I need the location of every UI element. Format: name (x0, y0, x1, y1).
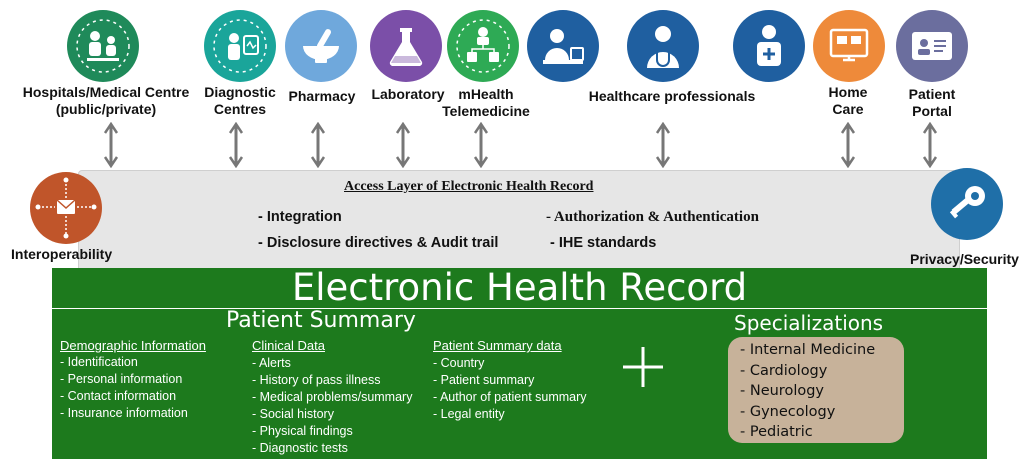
stakeholder-label-patient-portal: Patient Portal (908, 86, 956, 119)
list-item: - Neurology (740, 383, 824, 399)
id-card-icon (896, 10, 968, 82)
access-item-authorization: - Authorization & Authentication (546, 209, 759, 225)
list-item: - Cardiology (740, 362, 828, 379)
list-item: - Alerts (252, 356, 291, 370)
interoperability-icon (30, 172, 102, 244)
ehr-banner (52, 268, 987, 308)
stakeholder-label-pharmacy: Pharmacy (288, 88, 356, 104)
hospital-network-icon (67, 10, 139, 82)
list-item: - Pediatric (740, 424, 813, 440)
home-monitor-icon (813, 10, 885, 82)
double-arrow-icon (655, 122, 671, 168)
specializations-title: Specializations (734, 311, 884, 335)
list-item: - Contact information (60, 389, 177, 403)
list-item: - Identification (60, 355, 138, 369)
demographic-heading: Demographic Information (60, 338, 206, 353)
patient-summary-data-heading: Patient Summary data (433, 338, 562, 353)
access-item-ihe: - IHE standards (550, 235, 657, 251)
list-item: - Gynecology (740, 403, 836, 420)
stakeholder-label-telemedicine: mHealth Telemedicine (442, 86, 530, 119)
mortar-pestle-icon (285, 10, 357, 82)
double-arrow-icon (310, 122, 326, 168)
specializations-box (728, 337, 904, 443)
stakeholder-label-laboratory: Laboratory (371, 86, 445, 102)
access-layer-title: Access Layer of Electronic Health Record (344, 179, 594, 194)
double-arrow-icon (103, 122, 119, 168)
list-item: - Diagnostic tests (252, 441, 348, 455)
telemedicine-network-icon (447, 10, 519, 82)
stakeholder-label-healthcare-professionals: Healthcare professionals (588, 88, 756, 104)
stakeholder-label-hospitals: Hospitals/Medical Centre (public/private… (22, 84, 190, 117)
key-icon (931, 168, 1003, 240)
list-item: - Personal information (60, 372, 183, 386)
list-item: - Social history (252, 407, 334, 421)
list-item: - Author of patient summary (433, 390, 587, 404)
list-item: - Medical problems/summary (252, 390, 413, 404)
double-arrow-icon (840, 122, 856, 168)
panel-bottom-border (52, 457, 987, 459)
stakeholder-label-home-care: Home Care (828, 84, 868, 117)
list-item: - Legal entity (433, 407, 505, 421)
double-arrow-icon (228, 122, 244, 168)
double-arrow-icon (395, 122, 411, 168)
list-item: - Insurance information (60, 406, 188, 420)
ehr-title: Electronic Health Record (291, 266, 748, 309)
privacy-security-label: Privacy/Security (910, 251, 1019, 267)
demographic-list: - Identification - Personal information … (60, 354, 188, 422)
diagnostic-icon (204, 10, 276, 82)
list-item: - Patient summary (433, 373, 535, 387)
interoperability-label: Interoperability (11, 246, 113, 262)
list-item: - Internal Medicine (740, 342, 876, 358)
double-arrow-icon (922, 122, 938, 168)
flask-icon (370, 10, 442, 82)
list-item: - Country (433, 356, 485, 370)
patient-summary-title: Patient Summary (226, 308, 416, 333)
double-arrow-icon (473, 122, 489, 168)
patient-summary-data-list: - Country - Patient summary - Author of … (433, 355, 587, 423)
specializations-list: - Internal Medicine - Cardiology - Neuro… (740, 340, 875, 443)
list-item: - Physical findings (252, 424, 353, 438)
list-item: - History of pass illness (252, 373, 381, 387)
access-item-disclosure: - Disclosure directives & Audit trail (258, 235, 499, 251)
doctor-desk-icon (527, 10, 599, 82)
doctor-stethoscope-icon (627, 10, 699, 82)
medical-professional-icon (733, 10, 805, 82)
clinical-data-heading: Clinical Data (252, 338, 325, 353)
clinical-data-list: - Alerts - History of pass illness - Med… (252, 355, 412, 457)
plus-icon (621, 345, 665, 389)
stakeholder-label-diagnostic: Diagnostic Centres (204, 84, 276, 117)
access-item-integration: - Integration (258, 209, 342, 225)
